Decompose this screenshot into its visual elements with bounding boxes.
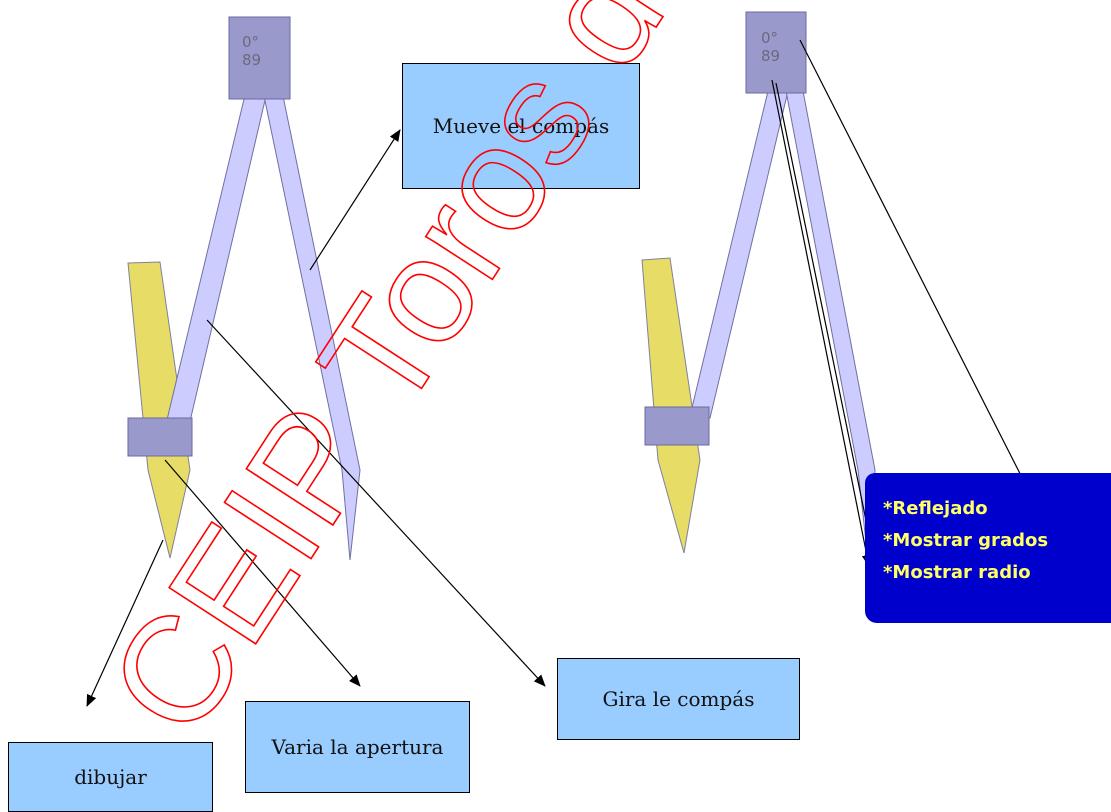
left-compass-needle-leg[interactable] <box>263 95 361 561</box>
compass-context-menu: *Reflejado *Mostrar grados *Mostrar radi… <box>865 473 1111 623</box>
label-vary-aperture: Varia la apertura <box>245 701 470 793</box>
menu-item-show-degrees[interactable]: *Mostrar grados <box>883 530 1049 551</box>
left-hinge-angle: 0° <box>242 33 260 51</box>
right-compass-hinge[interactable] <box>745 11 807 94</box>
arrow-aperture <box>164 459 361 687</box>
menu-item-mirror[interactable]: *Reflejado <box>883 498 988 519</box>
left-compass[interactable] <box>127 16 361 561</box>
right-compass-hinge-readout: 0° 89 <box>761 29 780 65</box>
left-hinge-radius: 89 <box>242 51 262 69</box>
right-compass[interactable] <box>641 11 876 561</box>
left-compass-hinge-readout: 0° 89 <box>242 33 261 69</box>
label-move-compass: Mueve el compás <box>402 63 640 189</box>
right-compass-pencil-leg[interactable] <box>689 90 789 419</box>
arrow-move <box>309 129 401 271</box>
left-compass-hinge[interactable] <box>228 16 291 100</box>
right-compass-pencil <box>641 257 701 554</box>
arrow-degrees <box>771 79 872 567</box>
right-hinge-angle: 0° <box>761 29 779 47</box>
arrow-mirror <box>799 39 1041 514</box>
menu-item-show-radius[interactable]: *Mostrar radio <box>883 562 1031 583</box>
arrow-rotate <box>206 319 546 687</box>
annotation-arrows <box>86 39 1041 707</box>
arrow-radius <box>775 82 885 599</box>
right-hinge-radius: 89 <box>761 47 781 65</box>
right-compass-clamp[interactable] <box>644 406 710 446</box>
left-compass-pencil-leg[interactable] <box>164 94 267 431</box>
arrow-draw <box>86 539 164 707</box>
left-compass-clamp[interactable] <box>127 417 193 457</box>
label-rotate-compass: Gira le compás <box>557 658 800 740</box>
